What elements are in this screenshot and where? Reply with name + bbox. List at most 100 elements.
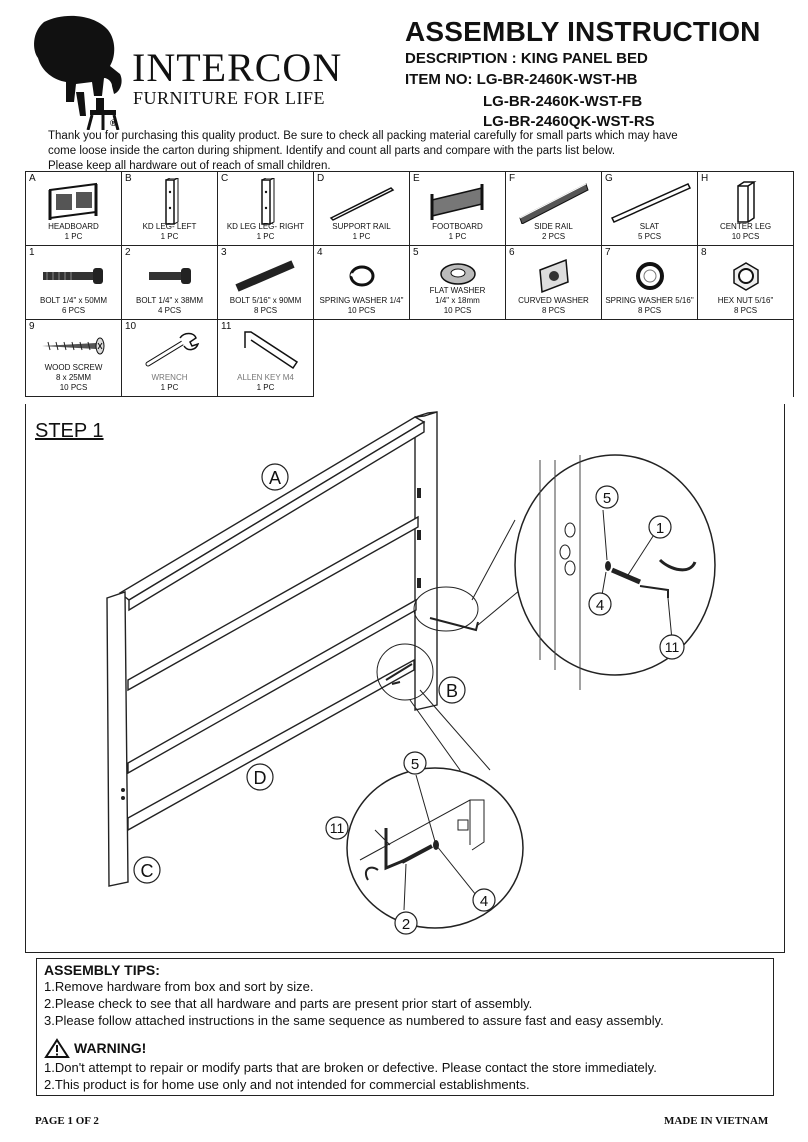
part-id: C	[221, 173, 229, 184]
part-qty: 1 PC	[160, 383, 179, 392]
callout-11: 11	[330, 820, 345, 836]
part-id: 5	[413, 247, 419, 258]
curved-washer-icon	[538, 258, 569, 294]
part-id: G	[605, 173, 613, 184]
part-name: CURVED WASHER	[518, 296, 589, 305]
part-name: BOLT 1/4" x 38MM	[135, 296, 203, 305]
item-number-3: LG-BR-2460QK-WST-RS	[483, 113, 655, 130]
part-name: WRENCH	[151, 373, 188, 382]
item-number-2: LG-BR-2460K-WST-FB	[483, 93, 643, 110]
part-id: 11	[221, 321, 232, 332]
part-qty: 1 PC	[64, 232, 83, 241]
document-title: ASSEMBLY INSTRUCTION	[405, 16, 761, 47]
assembly-tips-box	[36, 958, 774, 1096]
footboard-icon	[430, 184, 483, 220]
item-number: ITEM NO: LG-BR-2460K-WST-HB	[405, 71, 638, 88]
part-id: E	[413, 173, 420, 184]
allen-key-icon	[243, 331, 298, 370]
callout-1: 1	[656, 520, 664, 537]
part-id: 9	[29, 321, 35, 332]
part-qty: 5 PCS	[637, 232, 662, 241]
part-id: F	[509, 173, 516, 184]
part-name: FOOTBOARD	[432, 222, 483, 231]
side-rail-icon	[518, 183, 589, 224]
part-cell: 7 SPRING WASHER 5/16"8 PCS	[601, 245, 698, 320]
intro-text: Thank you for purchasing this quality pr…	[48, 129, 708, 174]
headboard-icon	[48, 182, 97, 220]
part-name: HEX NUT 5/16"	[717, 296, 774, 305]
hex-nut-icon	[732, 262, 759, 291]
product-description: DESCRIPTION : KING PANEL BED	[405, 50, 648, 67]
step-title: STEP 1	[35, 420, 104, 442]
part-name: BOLT 1/4" x 50MM	[39, 296, 107, 305]
callout-11: 11	[665, 639, 680, 655]
part-id: 8	[701, 247, 707, 258]
part-qty: 10 PCS	[347, 306, 376, 315]
center-leg-icon	[736, 181, 756, 223]
part-id: 7	[605, 247, 611, 258]
flat-washer-icon	[439, 263, 476, 285]
callout-4: 4	[480, 893, 488, 910]
slat-icon	[610, 183, 691, 223]
callout-5: 5	[411, 756, 419, 773]
part-name: CENTER LEG	[719, 222, 772, 231]
part-qty: 8 PCS	[253, 306, 278, 315]
brand-name: INTERCON	[132, 45, 343, 90]
rail-icon	[329, 187, 394, 221]
callout-5: 5	[603, 490, 611, 507]
part-name: ALLEN KEY M4	[237, 373, 294, 382]
tips-title: ASSEMBLY TIPS:	[44, 962, 160, 978]
warning-title: WARNING!	[74, 1040, 147, 1056]
part-qty: 4 PCS	[157, 306, 182, 315]
part-name: WOOD SCREW	[44, 363, 103, 372]
part-id: 10	[125, 321, 137, 332]
part-cell: 4 SPRING WASHER 1/4"10 PCS	[313, 245, 410, 320]
label-part-b: B	[446, 681, 458, 701]
intro-line: come loose inside the carton during ship…	[48, 145, 616, 157]
part-name: SIDE RAIL	[534, 222, 573, 231]
part-id: 3	[221, 247, 227, 258]
part-qty: 1 PC	[160, 232, 179, 241]
part-id: 2	[125, 247, 131, 258]
part-qty: 8 PCS	[541, 306, 566, 315]
part-name: FLAT WASHER	[429, 286, 486, 295]
part-id: 6	[509, 247, 515, 258]
part-size: 1/4" x 18mm	[435, 296, 480, 305]
made-in: MADE IN VIETNAM	[664, 1115, 769, 1127]
part-name: SPRING WASHER 5/16"	[605, 296, 694, 305]
intro-line: Please keep all hardware out of reach of…	[48, 160, 331, 172]
tip-item: 1.Remove hardware from box and sort by s…	[44, 979, 314, 994]
part-qty: 10 PCS	[731, 232, 760, 241]
spring-washer-icon	[635, 262, 664, 290]
part-name: HEADBOARD	[48, 222, 99, 231]
brand-tagline: FURNITURE FOR LIFE	[133, 88, 326, 108]
label-part-a: A	[269, 468, 281, 488]
tip-item: 2.Please check to see that all hardware …	[44, 996, 533, 1011]
part-qty: 8 PCS	[733, 306, 758, 315]
bolt-icon	[234, 260, 295, 292]
part-size: 8 x 25MM	[55, 373, 92, 382]
tip-item: 3.Please follow attached instructions in…	[44, 1013, 664, 1028]
label-part-d: D	[254, 768, 267, 788]
part-name: SUPPORT RAIL	[332, 222, 391, 231]
part-id: 4	[317, 247, 323, 258]
wrench-icon	[145, 332, 199, 367]
part-qty: 1 PC	[256, 383, 275, 392]
part-name: BOLT 5/16" x 90MM	[229, 296, 302, 305]
part-name: KD LEG LEG- RIGHT	[226, 222, 305, 231]
part-id: D	[317, 173, 325, 184]
